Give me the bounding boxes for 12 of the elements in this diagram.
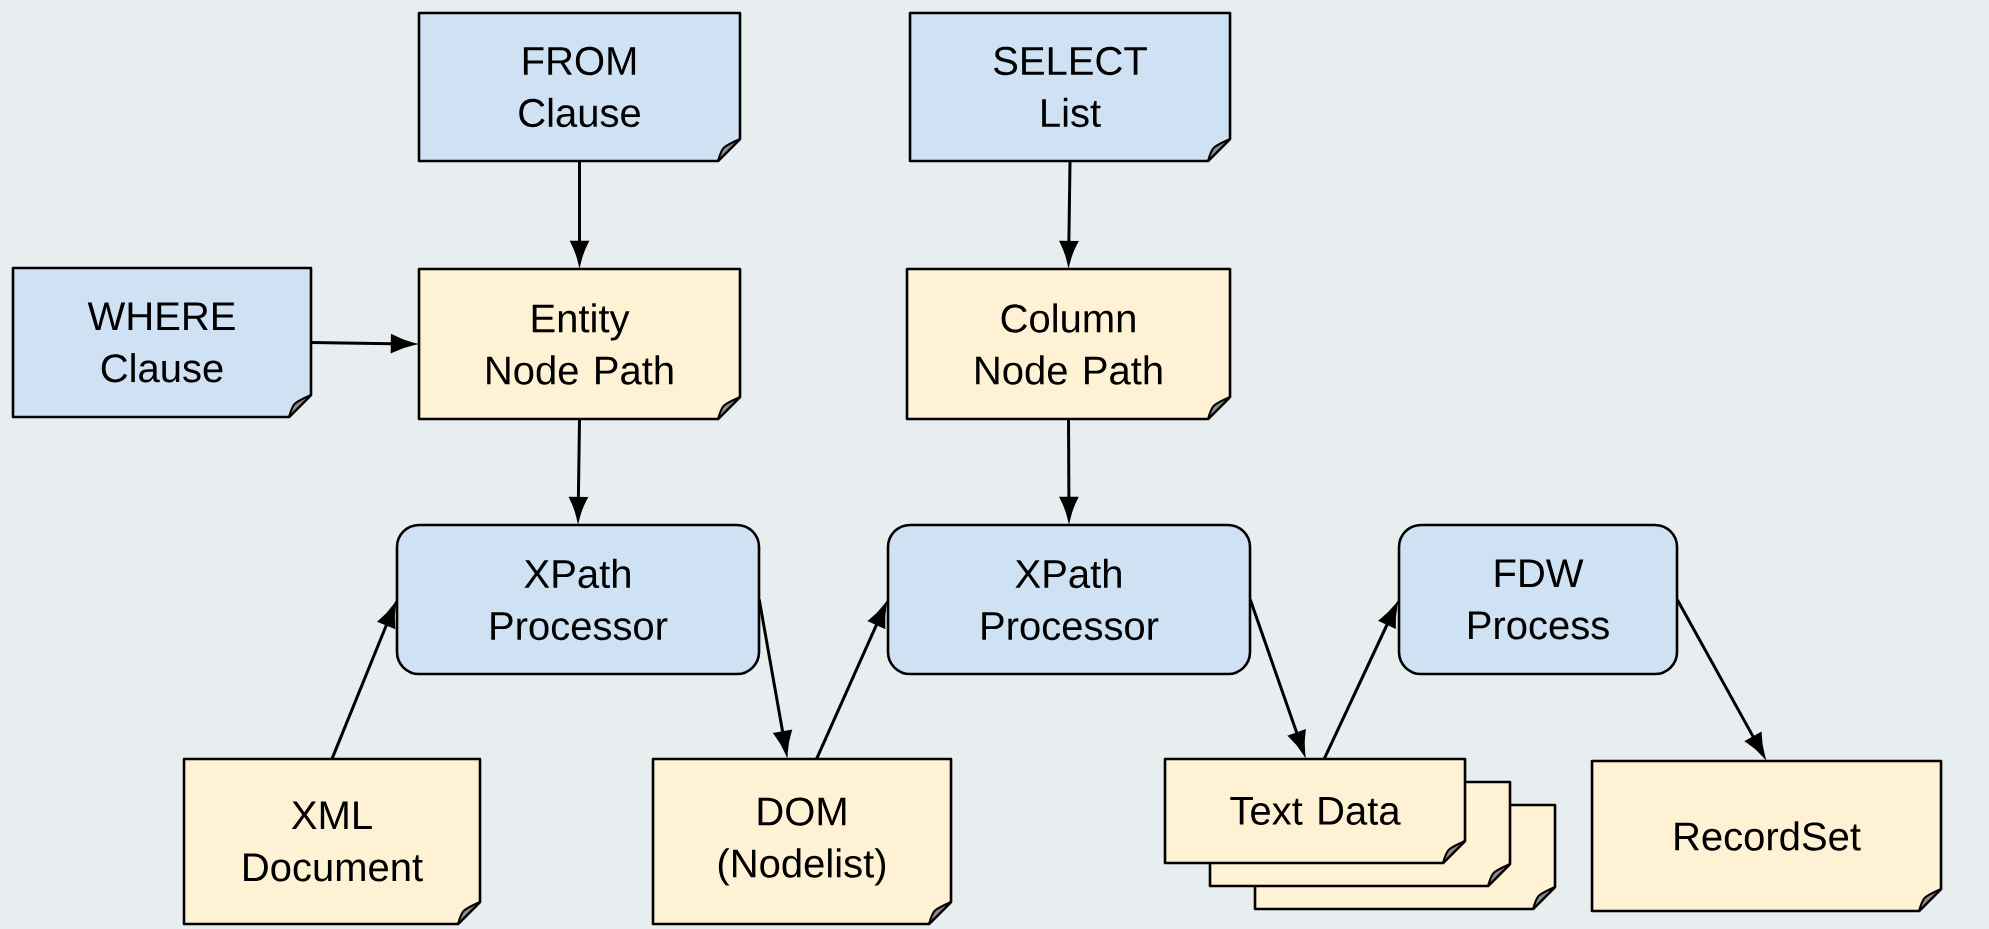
note-stack: Text Data [1163,757,1557,911]
note-box: RecordSet [1590,759,1943,913]
note-box: WHERE Clause [11,266,313,419]
process-box: XPath Processor [886,523,1252,676]
note-box: FROM Clause [417,11,742,163]
note-box: Entity Node Path [417,267,742,421]
note-box: XML Document [182,757,482,926]
process-box: XPath Processor [395,523,761,676]
note-box: SELECT List [908,11,1232,163]
note-box: Column Node Path [905,267,1232,421]
process-box: FDW Process [1397,523,1679,676]
note-box: DOM (Nodelist) [651,757,953,926]
